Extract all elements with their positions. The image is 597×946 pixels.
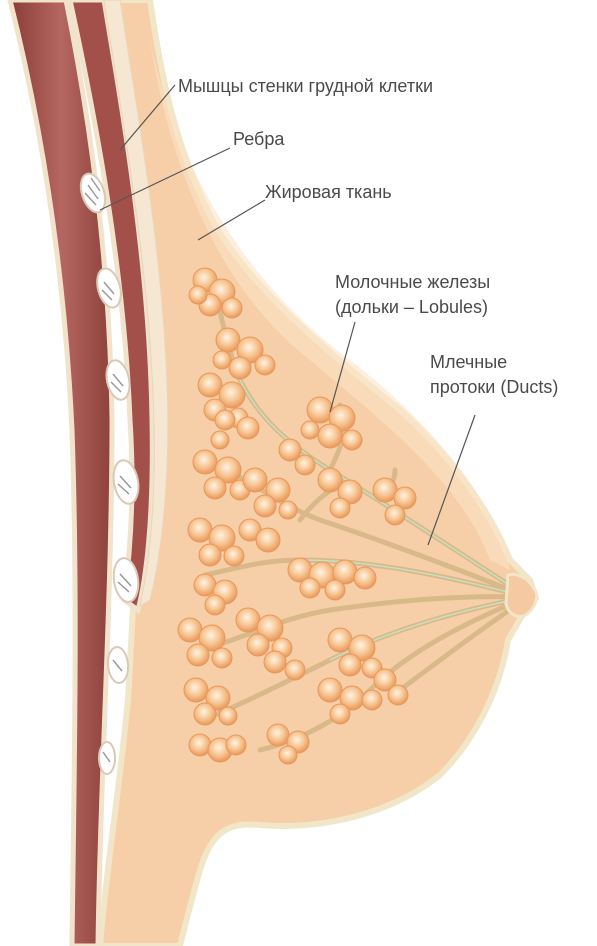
label-glands-line1: Молочные железы xyxy=(335,270,490,294)
label-ducts-line1: Млечные xyxy=(430,350,507,374)
label-ducts-line2: протоки (Ducts) xyxy=(430,375,558,399)
label-chest-wall-muscles: Мышцы стенки грудной клетки xyxy=(178,74,433,98)
label-fatty-tissue: Жировая ткань xyxy=(265,180,392,204)
label-glands-line2: (дольки – Lobules) xyxy=(335,295,488,319)
label-ribs: Ребра xyxy=(233,127,284,151)
